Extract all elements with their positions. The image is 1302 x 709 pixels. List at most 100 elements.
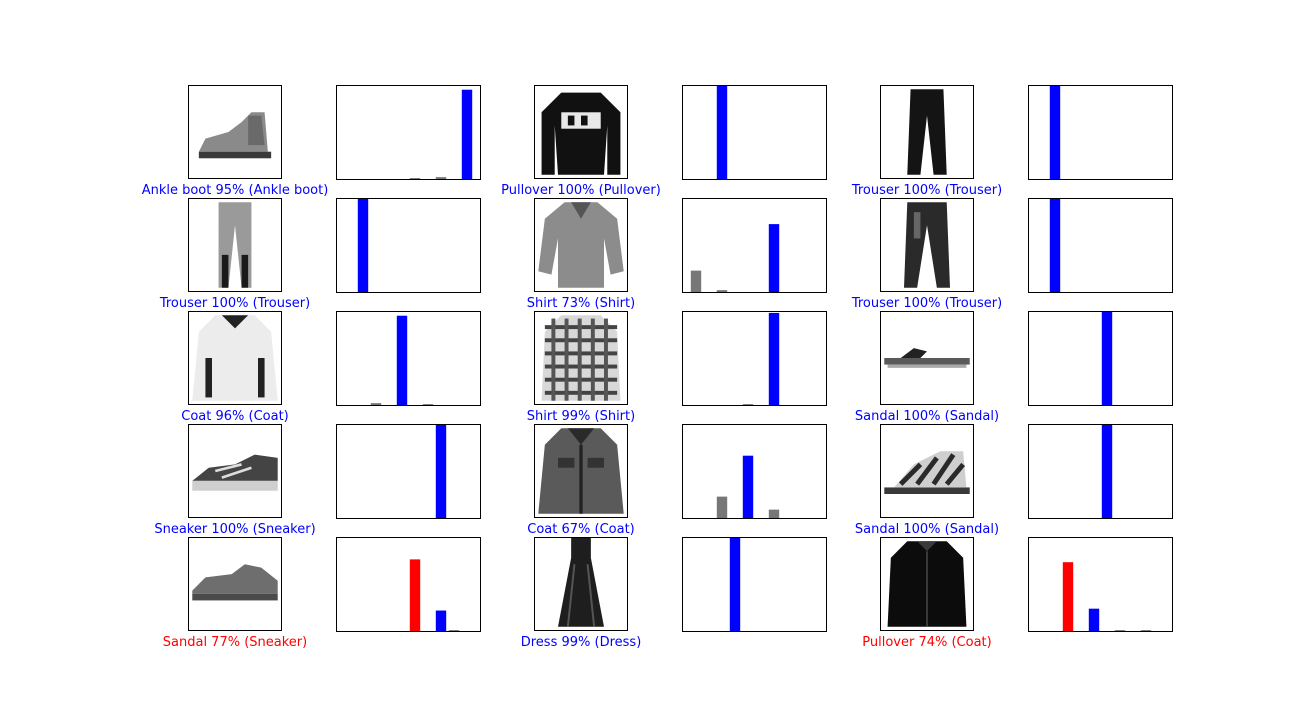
prediction-caption: Trouser 100% (Trouser) [851,296,1003,311]
bar-plot-area [1049,199,1061,292]
probability-bar-9 [461,89,473,179]
probability-bar-4 [742,404,754,405]
trouser-light-image [188,198,282,292]
prediction-caption: Sandal 100% (Sandal) [854,409,1000,424]
probability-bar-6 [768,312,780,405]
coat-black-thumbnail [887,541,967,627]
probability-bar-0 [690,270,702,292]
bar-plot-area [1101,425,1113,518]
shirt-plaid-image [534,311,628,405]
probability-bar-chart [682,198,827,293]
ankle-boot-thumbnail [198,112,272,159]
sneaker-low-image [188,537,282,631]
bar-plot-area [690,224,780,292]
bar-plot-area [370,315,434,405]
probability-bar-chart [1028,85,1173,180]
prediction-caption: Sandal 100% (Sandal) [854,522,1000,537]
probability-bar-chart [682,537,827,632]
sneaker-low-thumbnail [192,564,278,601]
bar-plot-area [435,425,447,518]
sandal-flat-thumbnail [884,348,970,368]
bar-plot-area [716,455,780,518]
probability-bar-chart [682,424,827,519]
probability-bar-chart [1028,537,1173,632]
probability-bar-7 [435,610,447,631]
probability-bar-4 [1088,608,1100,631]
sneaker-thumbnail [192,454,278,491]
prediction-caption: Trouser 100% (Trouser) [851,183,1003,198]
sandal-strappy-image [880,424,974,518]
prediction-caption: Pullover 74% (Coat) [862,635,992,650]
probability-bar-2 [716,290,728,292]
probability-bar-2 [716,86,728,179]
probability-bar-4 [742,455,754,518]
probability-bar-chart [682,85,827,180]
trouser-dark-image [880,198,974,292]
probability-bar-6 [768,224,780,292]
probability-bar-chart [682,311,827,406]
probability-bar-chart [336,198,481,293]
probability-bar-chart [336,537,481,632]
probability-bar-chart [336,311,481,406]
bar-plot-area [1062,562,1152,631]
probability-bar-8 [1140,630,1152,631]
probability-bar-5 [409,559,421,631]
dress-image [534,537,628,631]
trouser-light-thumbnail [218,202,252,288]
prediction-caption: Sandal 77% (Sneaker) [162,635,308,650]
bar-plot-area [742,312,780,405]
probability-bar-chart [336,85,481,180]
sandal-flat-image [880,311,974,405]
pullover-lee-image [534,85,628,179]
probability-bar-6 [422,404,434,405]
probability-bar-2 [716,496,728,518]
probability-bar-2 [370,403,382,405]
sneaker-image [188,424,282,518]
prediction-caption: Shirt 73% (Shirt) [526,296,636,311]
ankle-boot-image [188,85,282,179]
coat-denim-thumbnail [538,428,624,514]
probability-bar-8 [448,630,460,631]
probability-bar-1 [1049,86,1061,179]
pullover-lee-thumbnail [541,92,621,175]
probability-bar-1 [357,199,369,292]
trouser-dark-thumbnail [904,202,950,288]
bar-plot-area [409,89,473,179]
coat-white-image [188,311,282,405]
probability-bar-5 [409,178,421,179]
probability-bar-7 [435,177,447,179]
prediction-caption: Coat 67% (Coat) [527,522,635,537]
probability-bar-6 [768,509,780,518]
prediction-caption: Trouser 100% (Trouser) [159,296,311,311]
probability-bar-chart [1028,311,1173,406]
probability-bar-3 [729,538,741,631]
probability-bar-4 [396,315,408,405]
prediction-caption: Coat 96% (Coat) [181,409,289,424]
probability-bar-7 [435,425,447,518]
bar-plot-area [357,199,369,292]
coat-denim-image [534,424,628,518]
probability-bar-5 [1101,312,1113,405]
dress-thumbnail [558,538,604,627]
bar-plot-area [1049,86,1061,179]
prediction-caption: Ankle boot 95% (Ankle boot) [141,183,329,198]
coat-white-thumbnail [192,315,278,401]
coat-black-image [880,537,974,631]
bar-plot-area [729,538,741,631]
shirt-gray-thumbnail [538,202,624,288]
prediction-caption: Sneaker 100% (Sneaker) [154,522,316,537]
trouser-image [880,85,974,179]
bar-plot-area [716,86,728,179]
probability-bar-chart [1028,424,1173,519]
probability-bar-chart [1028,198,1173,293]
prediction-caption: Dress 99% (Dress) [520,635,642,650]
prediction-caption: Pullover 100% (Pullover) [501,183,661,198]
sandal-strappy-thumbnail [884,451,970,494]
bar-plot-area [1101,312,1113,405]
prediction-caption: Shirt 99% (Shirt) [526,409,636,424]
probability-bar-2 [1062,562,1074,631]
bar-plot-area [409,559,460,631]
probability-bar-chart [336,424,481,519]
shirt-plaid-thumbnail [541,315,621,401]
